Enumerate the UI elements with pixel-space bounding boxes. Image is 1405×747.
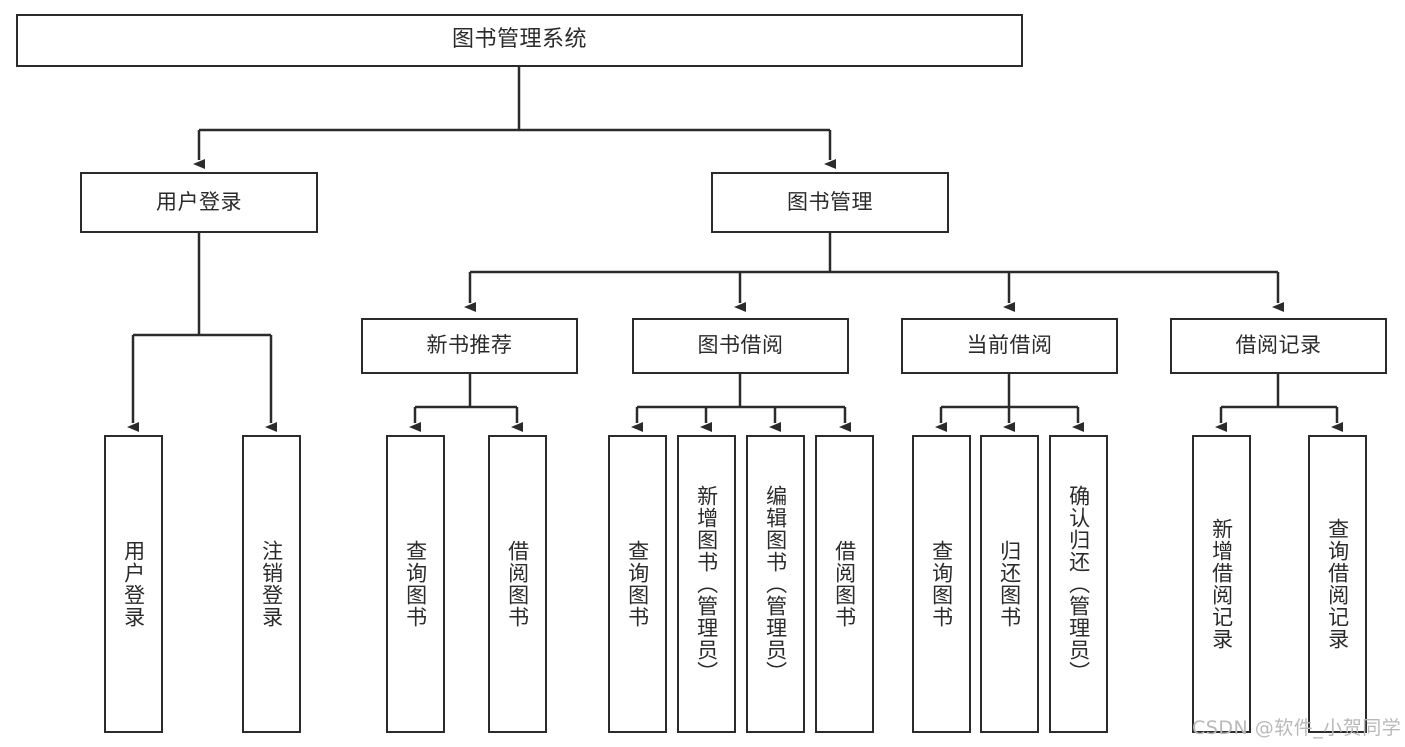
leaf-label: 注销登录 <box>259 540 284 628</box>
leaf-label: 编辑图书（管理员） <box>763 485 788 683</box>
leaf-current-borrow-confirm-return-admin[interactable]: 确认归还（管理员） <box>1049 435 1108 733</box>
leaf-borrow-record-add-record[interactable]: 新增借阅记录 <box>1192 435 1251 733</box>
node-borrow-record[interactable]: 借阅记录 <box>1170 318 1387 374</box>
node-book-borrow[interactable]: 图书借阅 <box>632 318 849 374</box>
leaf-current-borrow-query-books[interactable]: 查询图书 <box>912 435 971 733</box>
leaf-user-login-login[interactable]: 用户登录 <box>104 435 163 733</box>
leaf-user-login-logout[interactable]: 注销登录 <box>242 435 301 733</box>
leaf-label: 确认归还（管理员） <box>1066 485 1091 683</box>
leaf-label: 查询图书 <box>403 540 428 628</box>
leaf-label: 查询借阅记录 <box>1325 518 1350 650</box>
leaf-label: 查询图书 <box>929 540 954 628</box>
leaf-label: 借阅图书 <box>505 540 530 628</box>
leaf-book-borrow-edit-book-admin[interactable]: 编辑图书（管理员） <box>746 435 805 733</box>
leaf-new-book-borrow-books[interactable]: 借阅图书 <box>488 435 547 733</box>
leaf-book-borrow-borrow-books[interactable]: 借阅图书 <box>815 435 874 733</box>
node-book-management[interactable]: 图书管理 <box>711 172 949 233</box>
leaf-label: 用户登录 <box>121 540 146 628</box>
leaf-label: 查询图书 <box>625 540 650 628</box>
leaf-book-borrow-add-book-admin[interactable]: 新增图书（管理员） <box>677 435 736 733</box>
leaf-label: 借阅图书 <box>832 540 857 628</box>
node-current-borrow[interactable]: 当前借阅 <box>901 318 1118 374</box>
leaf-label: 新增图书（管理员） <box>694 485 719 683</box>
leaf-new-book-query-books[interactable]: 查询图书 <box>386 435 445 733</box>
leaf-borrow-record-query-record[interactable]: 查询借阅记录 <box>1308 435 1367 733</box>
node-new-book-recommend[interactable]: 新书推荐 <box>361 318 578 374</box>
leaf-label: 新增借阅记录 <box>1209 518 1234 650</box>
leaf-book-borrow-query-books[interactable]: 查询图书 <box>608 435 667 733</box>
leaf-label: 归还图书 <box>997 540 1022 628</box>
leaf-current-borrow-return-books[interactable]: 归还图书 <box>980 435 1039 733</box>
node-root-book-management-system[interactable]: 图书管理系统 <box>16 14 1023 67</box>
node-user-login[interactable]: 用户登录 <box>80 172 318 233</box>
csdn-watermark: CSDN @软件_小贺同学 <box>1192 717 1402 739</box>
